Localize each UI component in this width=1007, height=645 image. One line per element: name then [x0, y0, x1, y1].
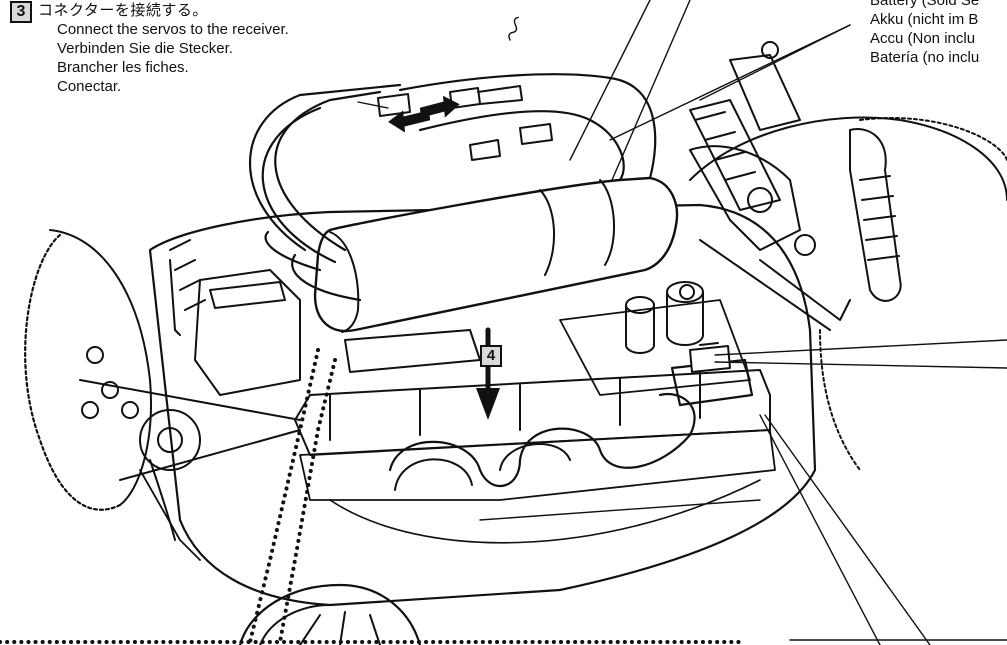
leader-battery-4 — [699, 24, 851, 101]
capacitors — [625, 281, 704, 354]
decorative-squiggle — [508, 16, 519, 41]
leader-battery-1 — [611, 0, 691, 181]
leader-switch-2 — [714, 361, 1007, 369]
leader-tub-1 — [764, 414, 931, 645]
battery-label-fr: Accu (Non inclu — [870, 30, 976, 47]
left-gear — [24, 229, 152, 511]
step-3-instruction-ja: コネクターを接続する。 — [38, 2, 208, 19]
rear-shock-spring — [169, 99, 781, 311]
leader-battery-2 — [569, 0, 651, 161]
leader-step3 — [357, 101, 389, 109]
callout-leaders — [357, 0, 1007, 645]
battery-label-es: Batería (no inclu — [870, 49, 980, 66]
insert-arrow — [476, 327, 500, 420]
step-4-badge: 4 — [480, 345, 502, 367]
front-tire — [238, 583, 422, 645]
battery-pack — [313, 176, 679, 333]
leader-switch-1 — [714, 339, 1007, 356]
battery-label-en: Battery (Sold Se — [870, 0, 980, 9]
battery-label-de: Akku (nicht im B — [870, 11, 979, 28]
step-3-instruction-en: Connect the servos to the receiver. — [57, 21, 289, 38]
step-3-instruction-fr: Brancher les fiches. — [57, 59, 189, 76]
connectors — [377, 85, 553, 161]
dotted-callout — [0, 348, 742, 644]
leader-battery-3 — [609, 24, 851, 141]
step-3-instruction-de: Verbinden Sie die Stecker. — [57, 40, 233, 57]
right-suspension — [169, 41, 902, 336]
connect-arrows — [388, 95, 460, 133]
right-gear — [689, 116, 1007, 471]
battery-straps — [388, 392, 696, 491]
battery-lead-loops — [248, 73, 657, 302]
leader-tub-2 — [759, 414, 881, 645]
step-3-badge: 3 — [10, 1, 32, 23]
left-suspension — [79, 346, 301, 561]
step-3-instruction-es: Conectar. — [57, 78, 122, 95]
